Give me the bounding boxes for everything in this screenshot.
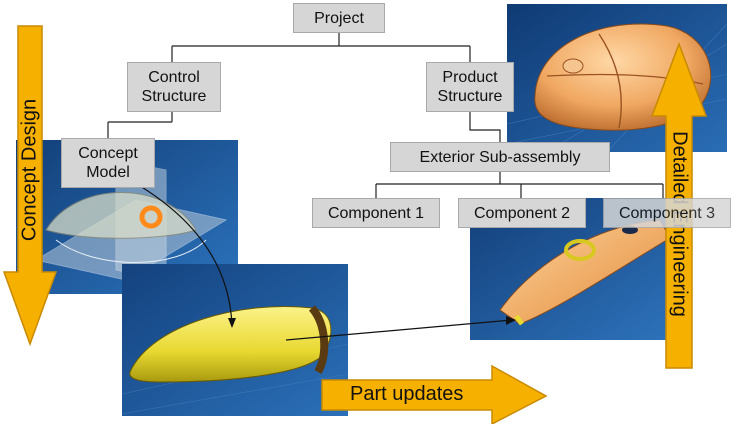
project-node: Project [293,3,385,33]
shell-render [122,264,348,416]
concept-to-shell-connector [129,179,233,327]
concept-design-label: Concept Design [18,98,41,242]
component-1-node: Component 1 [312,198,440,228]
shell-to-component-connector [285,319,513,341]
mouse-shell-yellow-icon [122,264,348,416]
exterior-subassembly-node: Exterior Sub-assembly [390,142,610,172]
control-structure-node: Control Structure [127,62,221,112]
concept-model-node: Concept Model [61,138,155,188]
product-structure-node: Product Structure [426,62,514,112]
concept-design-arrow [2,25,58,347]
part-updates-label: Part updates [350,383,464,405]
component-2-node: Component 2 [458,198,586,228]
part-updates-arrow [321,364,548,424]
component-3-node: Component 3 [603,198,731,228]
